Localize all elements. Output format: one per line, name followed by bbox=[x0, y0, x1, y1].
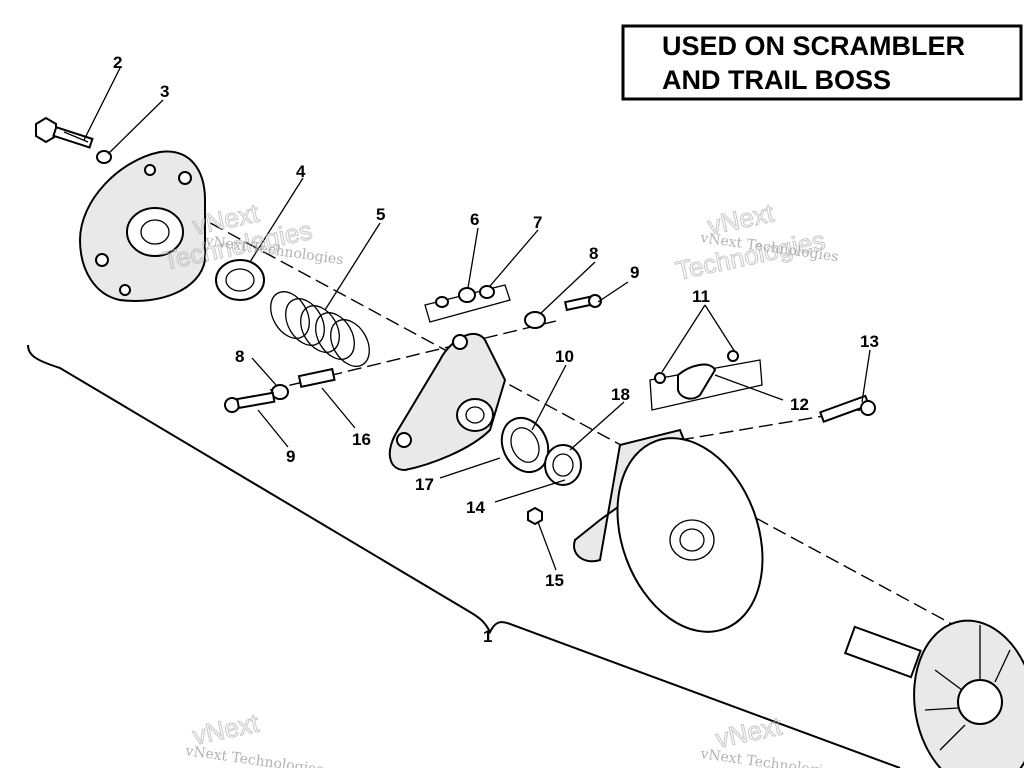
callout-8-lower: 8 bbox=[235, 347, 244, 366]
bushing-part-4 bbox=[215, 259, 265, 301]
watermark-big-6: vNext bbox=[713, 711, 785, 754]
callout-5: 5 bbox=[376, 205, 385, 224]
callout-8-upper: 8 bbox=[589, 244, 598, 263]
model-note-line2: AND TRAIL BOSS bbox=[662, 65, 891, 95]
callout-9-lower: 9 bbox=[286, 447, 295, 466]
model-note-box: USED ON SCRAMBLER AND TRAIL BOSS bbox=[621, 24, 1023, 101]
nut-part-15 bbox=[527, 506, 543, 526]
spring-part-5 bbox=[270, 291, 370, 367]
callout-16: 16 bbox=[352, 430, 371, 449]
roller-part-8-upper bbox=[524, 311, 546, 329]
center-axis bbox=[139, 184, 1001, 651]
callout-14: 14 bbox=[466, 498, 485, 517]
callout-12: 12 bbox=[790, 395, 809, 414]
kit-box-6-7 bbox=[424, 284, 511, 323]
callout-2: 2 bbox=[113, 53, 122, 72]
movable-sheave bbox=[573, 428, 764, 633]
spider-part-17 bbox=[388, 333, 507, 472]
bushing-part-18 bbox=[544, 444, 582, 486]
pin-part-16 bbox=[297, 367, 336, 389]
clutch-cover bbox=[78, 150, 206, 302]
bolt-part-2 bbox=[35, 116, 94, 149]
callout-18: 18 bbox=[611, 385, 630, 404]
callout-10: 10 bbox=[555, 347, 574, 366]
ring-part-10 bbox=[500, 416, 550, 474]
callout-4: 4 bbox=[296, 162, 306, 181]
watermark-small-4: vNext Technologies bbox=[698, 746, 839, 768]
pin-part-9-upper bbox=[563, 294, 602, 312]
callout-3: 3 bbox=[160, 82, 169, 101]
model-note-line1: USED ON SCRAMBLER bbox=[662, 31, 965, 61]
pin-part-9-lower bbox=[224, 391, 276, 413]
callout-7: 7 bbox=[533, 213, 542, 232]
callout-6: 6 bbox=[470, 210, 479, 229]
callout-17: 17 bbox=[415, 475, 434, 494]
assembly-bracket bbox=[27, 344, 901, 768]
callout-9-upper: 9 bbox=[630, 263, 639, 282]
callout-13: 13 bbox=[860, 332, 879, 351]
kit-box-11-12 bbox=[649, 350, 763, 411]
fixed-sheave bbox=[843, 619, 1024, 768]
watermark-small-3: vNext Technologies bbox=[183, 743, 324, 768]
bolt-part-13 bbox=[819, 394, 876, 423]
washer-part-3 bbox=[96, 150, 112, 164]
callout-15: 15 bbox=[545, 571, 564, 590]
callout-1: 1 bbox=[483, 627, 492, 646]
callout-11: 11 bbox=[692, 287, 710, 306]
leader-lines bbox=[83, 67, 871, 571]
